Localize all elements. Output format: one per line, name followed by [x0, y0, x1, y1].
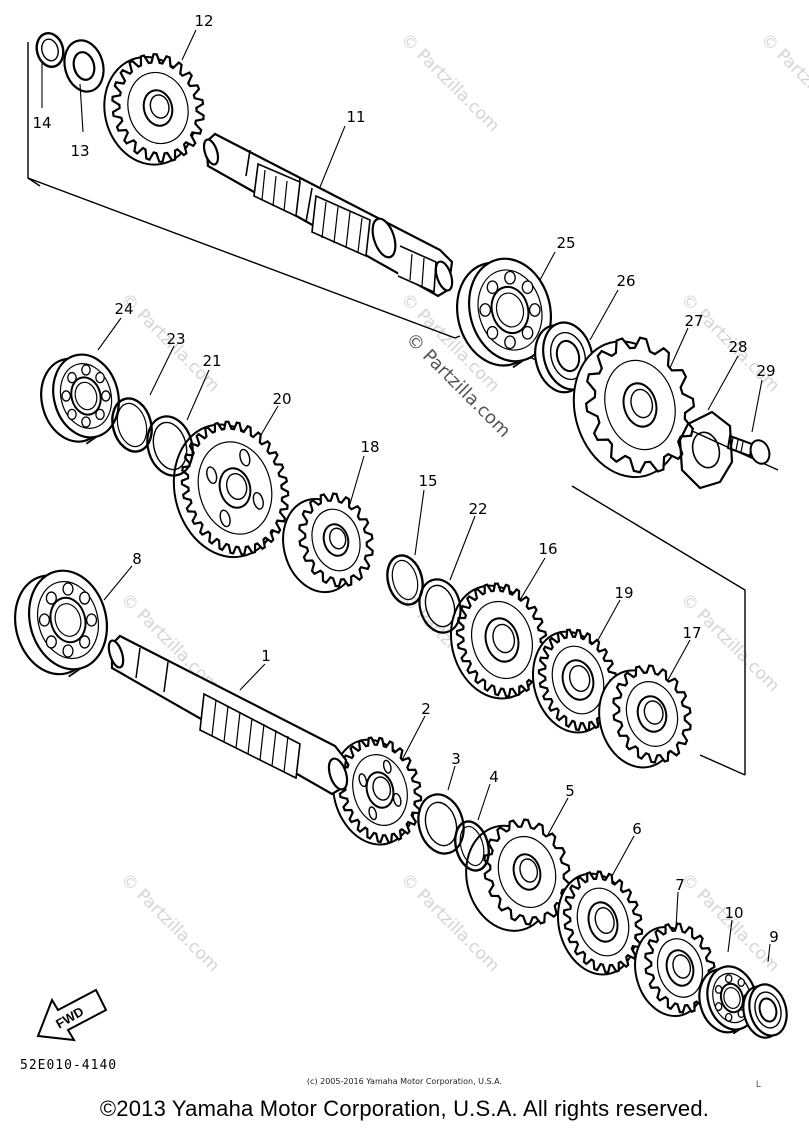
- watermark-text: © Partzilla.com: [676, 589, 783, 696]
- part-label-28: 28: [728, 338, 747, 356]
- part-label-12: 12: [194, 12, 213, 30]
- gear-layer: [13, 53, 788, 1039]
- part-label-3: 3: [451, 750, 461, 768]
- part-label-15: 15: [418, 472, 437, 490]
- part-label-20: 20: [272, 390, 291, 408]
- part-22-washer: [418, 578, 462, 634]
- part-1-drive-axle: [107, 634, 349, 796]
- part-label-7: 7: [675, 876, 685, 894]
- part-29-bolt: [726, 434, 771, 465]
- part-12-gear: [103, 53, 205, 166]
- watermark-text: © Partzilla.com: [396, 29, 503, 136]
- part-label-4: 4: [489, 768, 499, 786]
- part-label-5: 5: [565, 782, 575, 800]
- part-label-29: 29: [756, 362, 775, 380]
- part-5-gear: [465, 818, 571, 932]
- part-11-main-axle: [202, 132, 454, 298]
- part-label-6: 6: [632, 820, 642, 838]
- diagram-code: 52E010-4140: [20, 1058, 118, 1073]
- part-24-bearing: [40, 353, 120, 445]
- leader-lines: [41, 29, 771, 963]
- part-25-bearing: [455, 257, 553, 369]
- part-20-gear: [172, 420, 290, 559]
- part-label-10: 10: [724, 904, 743, 922]
- part-label-18: 18: [360, 438, 379, 456]
- part-label-14: 14: [32, 114, 51, 132]
- part-3-washer: [417, 793, 465, 855]
- part-15-circlip: [386, 554, 424, 606]
- part-label-16: 16: [538, 540, 557, 558]
- part-23-circlip: [111, 397, 153, 453]
- part-label-9: 9: [769, 928, 779, 946]
- part-16-gear: [449, 582, 549, 700]
- part-label-1: 1: [261, 647, 271, 665]
- part-21-washer: [146, 415, 194, 477]
- part-label-26: 26: [616, 272, 635, 290]
- part-number-labels: 1234567891011121314151617181920212223242…: [32, 12, 778, 946]
- part-label-13: 13: [70, 142, 89, 160]
- watermark-text: © Partzilla.com: [116, 869, 223, 976]
- part-2-gear: [331, 736, 423, 846]
- small-copyright: (c) 2005-2016 Yamaha Motor Corporation, …: [306, 1077, 503, 1086]
- part-label-17: 17: [682, 624, 701, 642]
- part-18-gear: [282, 492, 374, 594]
- part-label-2: 2: [421, 700, 431, 718]
- part-7-gear: [634, 922, 716, 1018]
- fwd-arrow-icon: FWD: [36, 988, 108, 1042]
- part-4-circlip: [454, 820, 490, 872]
- watermark-text: © Partzilla.com: [756, 29, 809, 136]
- part-label-8: 8: [132, 550, 142, 568]
- part-label-25: 25: [556, 234, 575, 252]
- part-9-oil-seal: [742, 983, 788, 1039]
- part-label-24: 24: [114, 300, 133, 318]
- part-28-lock-washer: [678, 410, 734, 490]
- part-label-27: 27: [684, 312, 703, 330]
- part-8-bearing: [13, 569, 109, 678]
- part-13-washer: [63, 39, 105, 93]
- main-copyright: ©2013 Yamaha Motor Corporation, U.S.A. A…: [99, 1096, 710, 1121]
- part-14-circlip: [35, 32, 65, 68]
- part-label-19: 19: [614, 584, 633, 602]
- part-label-21: 21: [202, 352, 221, 370]
- part-label-23: 23: [166, 330, 185, 348]
- part-17-gear: [598, 664, 692, 769]
- edge-mark: L: [756, 1079, 762, 1089]
- part-6-gear: [556, 870, 644, 976]
- part-label-11: 11: [346, 108, 365, 126]
- part-label-22: 22: [468, 500, 487, 518]
